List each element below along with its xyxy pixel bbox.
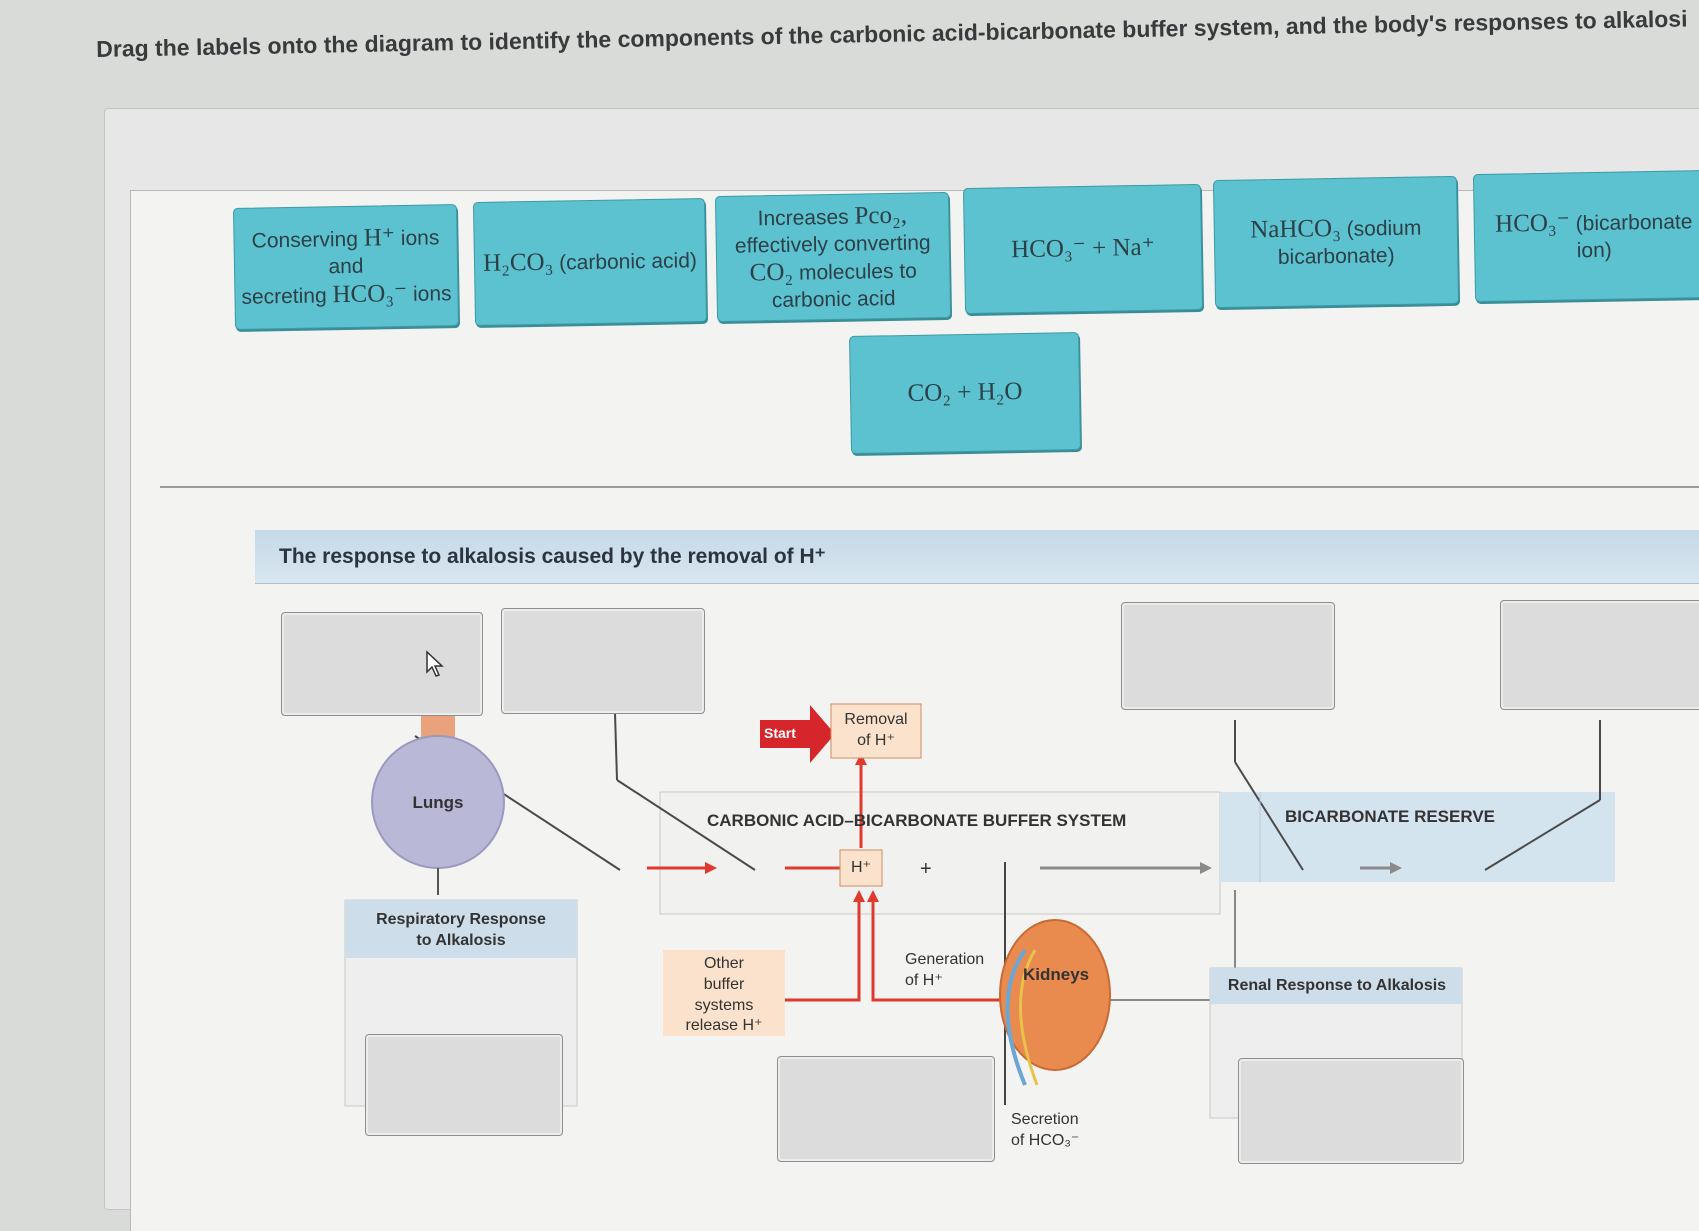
other-buffer-box	[663, 950, 785, 1036]
buffer-system-label: CARBONIC ACID–BICARBONATE BUFFER SYSTEM	[707, 811, 1127, 830]
kidney-shape	[999, 919, 1111, 1071]
label-tile-increases-pco2[interactable]: Increases Pco₂, effectively converting C…	[714, 191, 952, 323]
tile-text: secreting	[241, 283, 333, 309]
tile-text: ions	[406, 281, 452, 306]
tile-formula: CO₂	[749, 258, 794, 287]
other-buffer-line2: buffer	[703, 975, 745, 993]
bicarbonate-reserve-label: BICARBONATE RESERVE	[1285, 807, 1496, 826]
respiratory-response-label: Respiratory Response to Alkalosis	[347, 910, 575, 952]
drop-zone-1[interactable]	[281, 612, 483, 716]
drop-zone-6[interactable]	[777, 1056, 995, 1162]
h-plus-label: H⁺	[851, 859, 871, 876]
leader-line	[1484, 799, 1601, 871]
instruction-text: Drag the labels onto the diagram to iden…	[96, 5, 1688, 62]
buffer-system-box	[659, 791, 1221, 915]
leader-line	[614, 712, 618, 781]
generation-line2: of H⁺	[905, 971, 943, 989]
plus-sign: +	[920, 858, 932, 880]
label-tile-bicarbonate-ion[interactable]: HCO₃⁻ (bicarbonate ion)	[1472, 169, 1699, 303]
label-tile-nahco3[interactable]: NaHCO₃ (sodium bicarbonate)	[1212, 175, 1460, 309]
secretion-line1: Secretion	[1011, 1111, 1079, 1128]
label-tile-carbonic-acid[interactable]: H₂CO₃ (carbonic acid)	[472, 197, 708, 327]
respiratory-line1: Respiratory Response	[376, 911, 546, 928]
secretion-label: Secretion of HCO₃⁻	[1011, 1110, 1079, 1152]
secretion-line2: of HCO₃⁻	[1011, 1131, 1080, 1149]
label-tile-conserving-h[interactable]: Conserving H⁺ ions and secreting HCO₃⁻ i…	[232, 204, 460, 330]
tile-formula: CO₂ + H₂O	[907, 377, 1023, 408]
renal-header	[1210, 968, 1462, 1004]
tile-text: (carbonic acid)	[553, 249, 698, 275]
label-tile-hco3-na[interactable]: HCO₃⁻ + Na⁺	[962, 183, 1204, 315]
removal-box	[830, 703, 922, 759]
tile-text: Increases	[757, 205, 855, 231]
other-buffer-line1: Other	[703, 955, 744, 972]
tile-formula: HCO₃⁻ + Na⁺	[1010, 233, 1156, 264]
drop-zone-3[interactable]	[1121, 602, 1335, 710]
tile-formula: HCO₃⁻	[332, 279, 408, 308]
tile-formula: Pco₂,	[854, 201, 908, 230]
generation-line1: Generation	[905, 951, 985, 968]
red-arrowhead	[705, 862, 717, 874]
tile-text: bicarbonate)	[1277, 244, 1395, 270]
h-plus-box	[839, 849, 883, 887]
kidneys-label: Kidneys	[1023, 965, 1090, 984]
drop-zone-7[interactable]	[1238, 1058, 1464, 1164]
leader-line	[1234, 761, 1304, 871]
red-arrowhead	[855, 753, 867, 765]
other-buffer-line3: systems	[694, 996, 754, 1014]
mouse-cursor-icon	[426, 650, 444, 677]
respiratory-header	[345, 900, 577, 958]
start-label: Start	[764, 725, 796, 741]
leader-line	[616, 779, 756, 871]
removal-label: Removal of H⁺	[833, 710, 919, 752]
lungs-label: Lungs	[412, 793, 464, 812]
red-arrowhead	[853, 890, 865, 902]
kidney-vessel	[1019, 949, 1039, 1086]
bicarbonate-reserve-box	[1220, 792, 1615, 882]
tile-formula: HCO₃⁻	[1494, 209, 1571, 239]
start-arrow-shape	[760, 705, 835, 763]
tile-text: (bicarbonate	[1569, 210, 1693, 236]
generation-label: Generation of H⁺	[905, 950, 984, 992]
removal-line2: of H⁺	[857, 731, 895, 749]
other-buffer-line4: release H⁺	[685, 1017, 763, 1035]
red-line	[871, 902, 1015, 1002]
grey-arrowhead	[1390, 862, 1402, 874]
kidney-ureter	[1005, 948, 1027, 1086]
tile-text: carbonic acid	[771, 286, 896, 313]
label-bank-divider	[160, 486, 1699, 488]
tile-formula: H⁺	[363, 224, 396, 253]
buffer-diagram: The response to alkalosis caused by the …	[255, 530, 1699, 1190]
respiratory-line2: to Alkalosis	[416, 931, 506, 949]
tile-text: molecules to	[792, 259, 918, 285]
other-buffer-label: Other buffer systems release H⁺	[665, 954, 783, 1037]
tile-text: effectively converting	[734, 231, 931, 258]
red-line	[785, 902, 861, 1002]
tile-text: (sodium	[1340, 216, 1422, 242]
grey-arrowhead	[1200, 862, 1212, 874]
renal-response-label: Renal Response to Alkalosis	[1227, 977, 1447, 994]
drop-zone-2[interactable]	[501, 608, 705, 714]
removal-line1: Removal	[844, 711, 908, 728]
tile-text: Conserving	[251, 228, 364, 254]
tile-formula: NaHCO₃	[1249, 215, 1342, 244]
diagram-title: The response to alkalosis caused by the …	[255, 530, 1699, 584]
drop-zone-5[interactable]	[365, 1034, 563, 1136]
red-arrowhead	[867, 890, 879, 902]
tile-text: ion)	[1576, 239, 1612, 263]
drop-zone-4[interactable]	[1500, 600, 1699, 710]
tile-formula: H₂CO₃	[482, 248, 554, 277]
label-tile-co2-h2o[interactable]: CO₂ + H₂O	[848, 332, 1082, 454]
